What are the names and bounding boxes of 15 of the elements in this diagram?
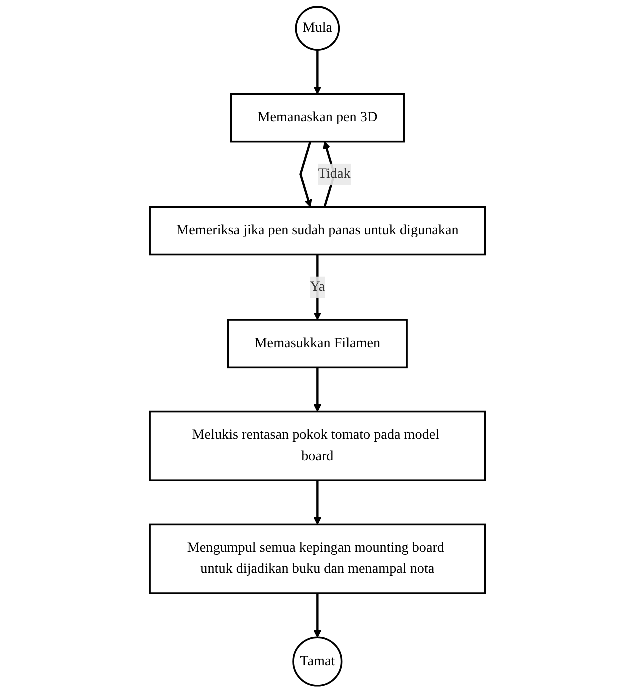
node-box: Mengumpul semua kepingan mounting board untuk dijadikan buku dan menampal nota	[149, 524, 486, 594]
edge-label: Ya	[310, 279, 326, 294]
node-box: Memasukkan Filamen	[227, 319, 408, 369]
arrow	[314, 254, 322, 320]
node-box: Memanaskan pen 3D	[230, 93, 405, 143]
arrow	[314, 50, 322, 95]
arrow	[299, 142, 312, 208]
arrow	[314, 480, 322, 526]
node-box: Melukis rentasan pokok tomato pada model board	[149, 410, 486, 482]
edge-label: Tidak	[318, 166, 351, 182]
arrow	[314, 368, 322, 412]
arrow	[314, 594, 322, 638]
node-circle: Tamat	[292, 636, 343, 687]
node-box: Memeriksa jika pen sudah panas untuk digunakan	[149, 206, 486, 256]
node-circle: Mula	[295, 6, 340, 51]
